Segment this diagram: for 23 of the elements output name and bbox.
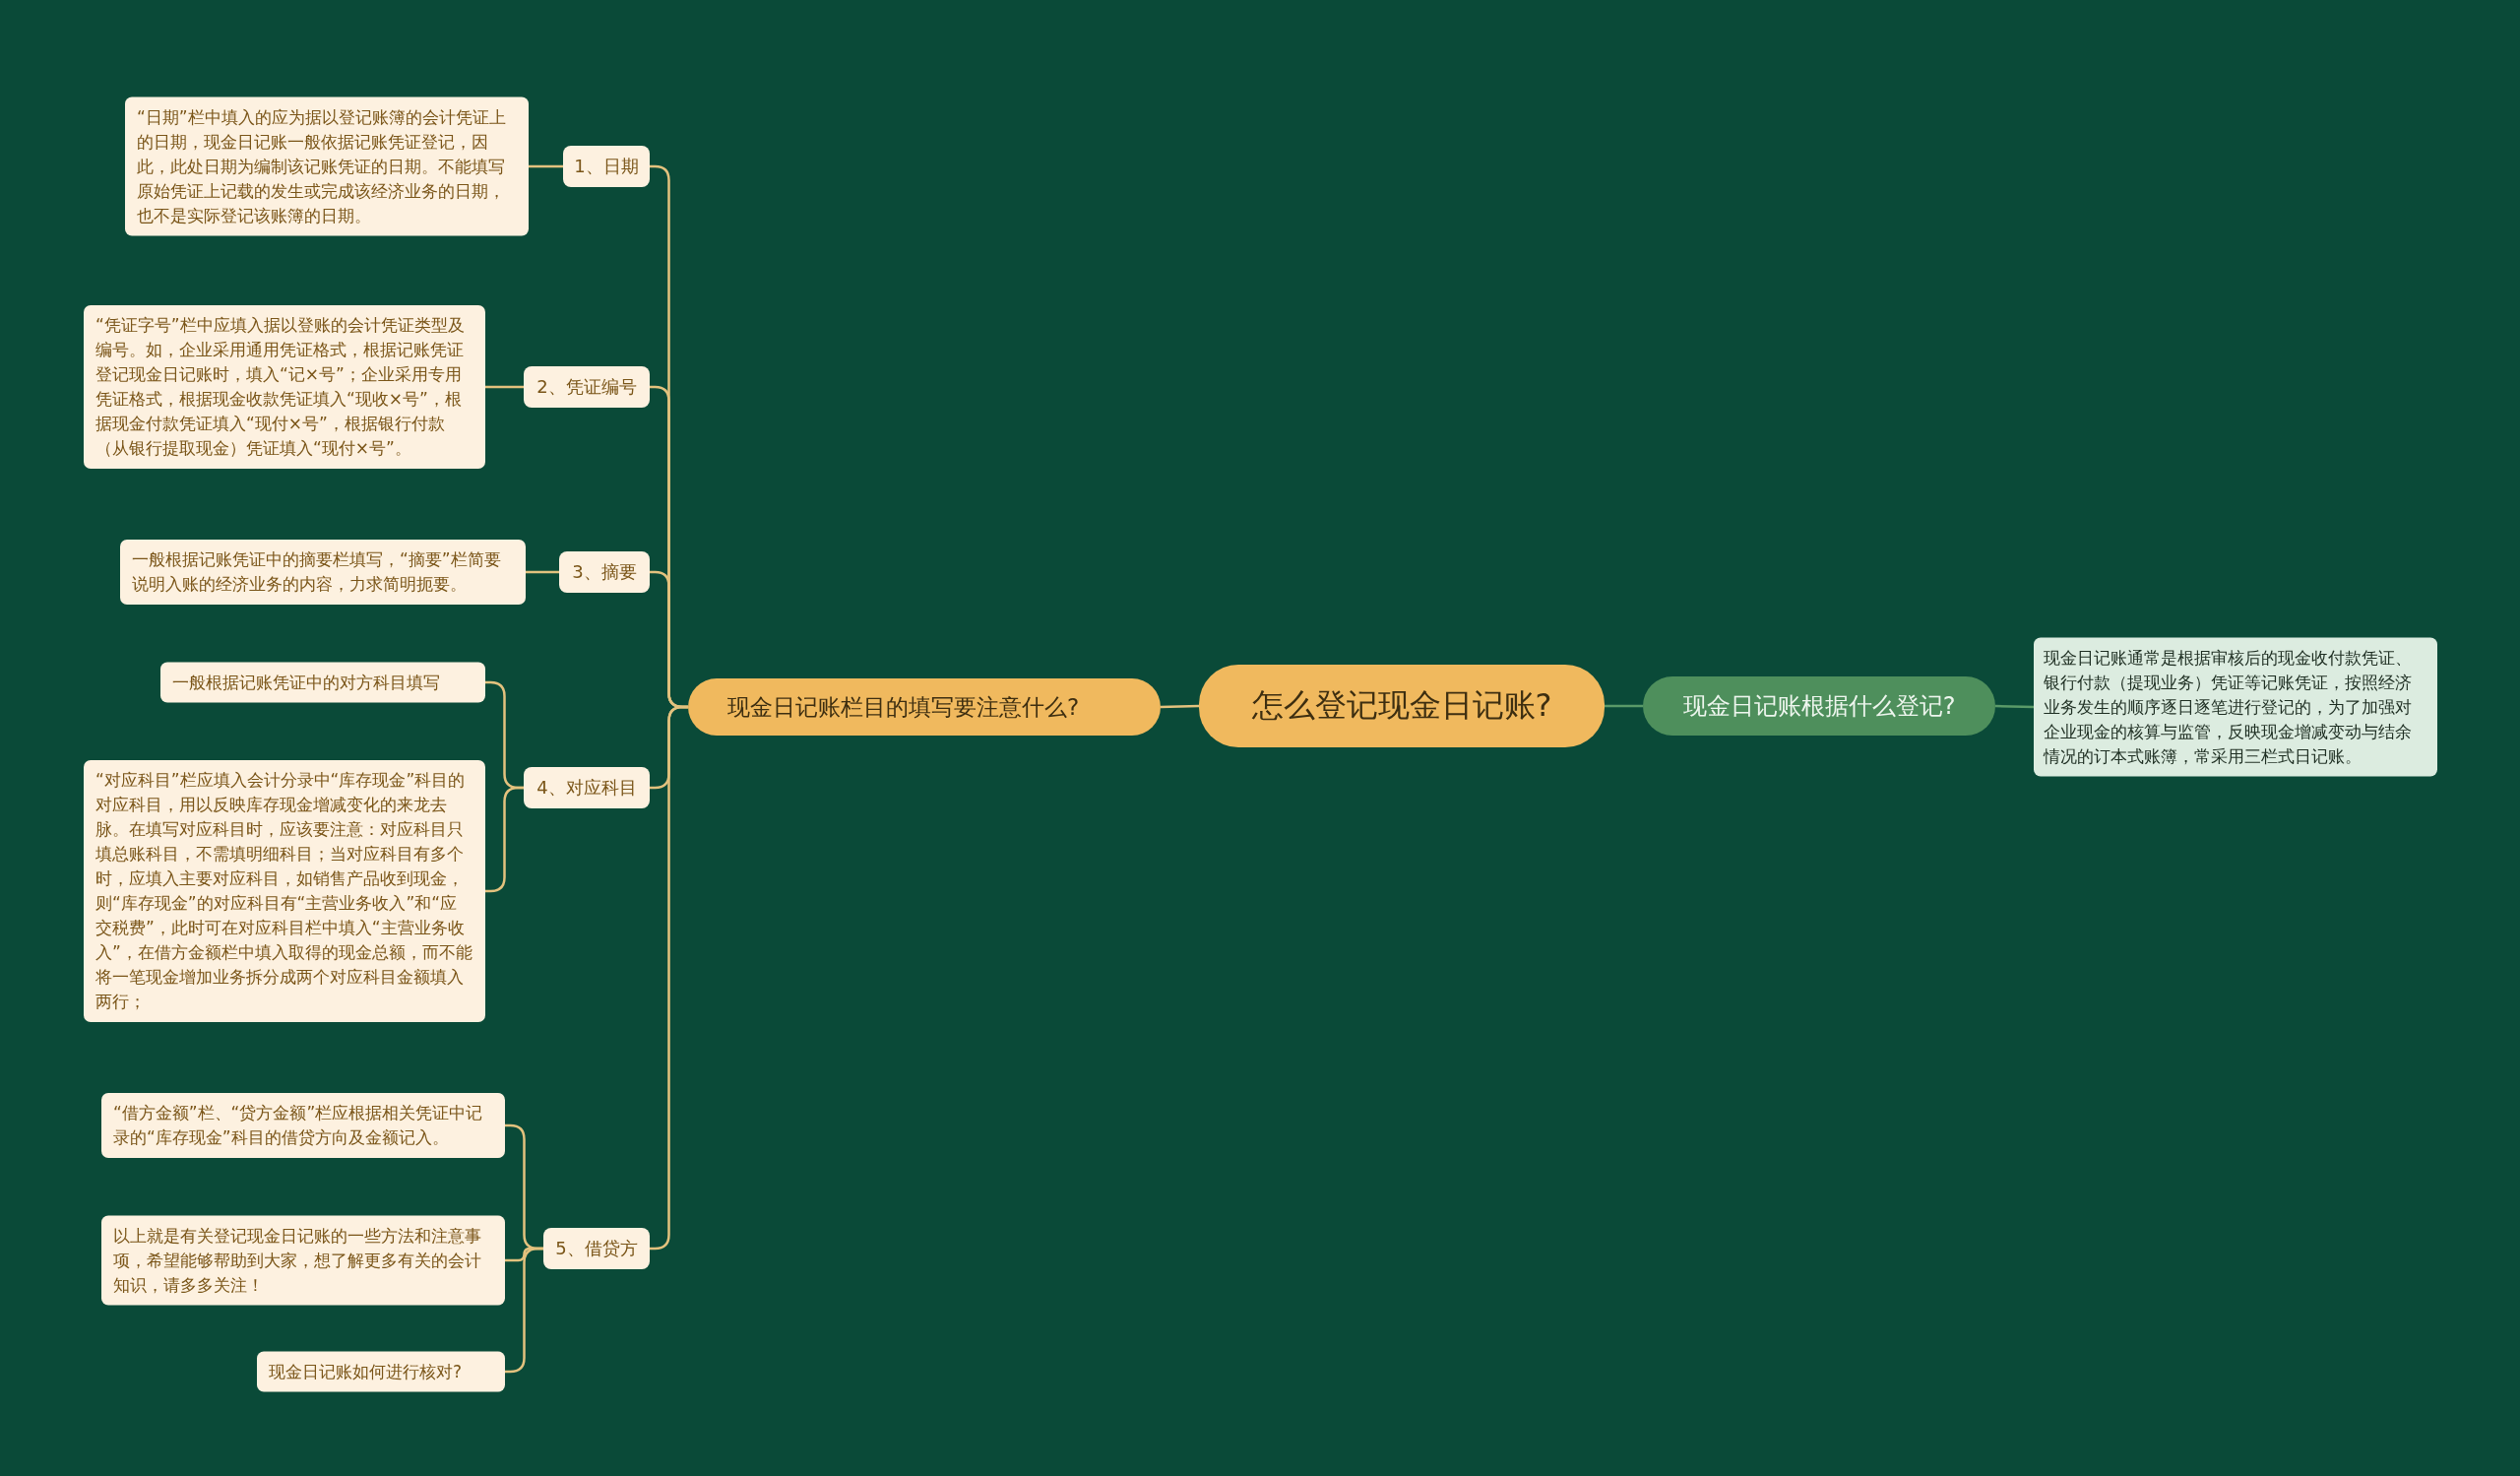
branch-box: 3、摘要 [559,551,650,593]
connector-line [1160,704,1200,709]
branch-box: 1、日期 [563,146,650,187]
branch-box: 5、借贷方 [543,1228,650,1269]
note-box: “借方金额”栏、“贷方金额”栏应根据相关凭证中记录的“库存现金”科目的借贷方向及金额记入。 [101,1093,505,1158]
topic-box: 现金日记账栏目的填写要注意什么? [688,678,1161,736]
note-box: “对应科目”栏应填入会计分录中“库存现金”科目的对应科目，用以反映库存现金增减变化的来龙去脉。在填写对应科目时，应该要注意：对应科目只填总账科目，不需填明细科目；当对应科目有多个时，应填入主要对应科目，如销售产品收到现金，则“库存现金”的对应科目有“主营业务收入”和“应交税费”，此时可在对应科目栏中填入“主营业务收入”，在借方金额栏中填入取得的现金总额，而不能将一笔现金增加业务拆分成两个对应科目金额填入两行； [84,760,485,1022]
topic-box: 现金日记账根据什么登记? [1643,676,1995,736]
branch-box: 2、凭证编号 [524,366,650,408]
branch-box: 4、对应科目 [524,767,650,808]
connector-line [1605,704,1643,708]
note-box: 一般根据记账凭证中的对方科目填写 [160,662,485,703]
connector-line [526,570,559,574]
note-box: “日期”栏中填入的应为据以登记账簿的会计凭证上的日期，现金日记账一般依据记账凭证登记，因此，此处日期为编制该记账凭证的日期。不能填写原始凭证上记载的发生或完成该经济业务的日期，也不是实际登记该账簿的日期。 [125,96,529,236]
note-box: 现金日记账如何进行核对? [257,1351,505,1392]
note-box: 现金日记账通常是根据审核后的现金收付款凭证、银行付款（提现业务）凭证等记账凭证，按照经济业务发生的顺序逐日逐笔进行登记的，为了加强对企业现金的核算与监管，反映现金增减变动与结余情况的订本式账簿，常采用三栏式日记账。 [2034,637,2437,777]
connector-line [1994,704,2035,709]
connector-line [485,385,524,389]
connector-line [529,164,563,168]
central-topic-box: 怎么登记现金日记账? [1199,665,1605,747]
note-box: “凭证字号”栏中应填入据以登账的会计凭证类型及编号。如，企业采用通用凭证格式，根据记账凭证登记现金日记账时，填入“记×号”；企业采用专用凭证格式，根据现金收款凭证填入“现收×号”，根据现金付款凭证填入“现付×号”，根据银行付款（从银行提取现金）凭证填入“现付×号”。 [84,305,485,469]
note-box: 以上就是有关登记现金日记账的一些方法和注意事项，希望能够帮助到大家，想了解更多有关的会计知识，请多多关注！ [101,1215,505,1306]
note-box: 一般根据记账凭证中的摘要栏填写，“摘要”栏简要说明入账的经济业务的内容，力求简明扼要。 [120,540,526,605]
